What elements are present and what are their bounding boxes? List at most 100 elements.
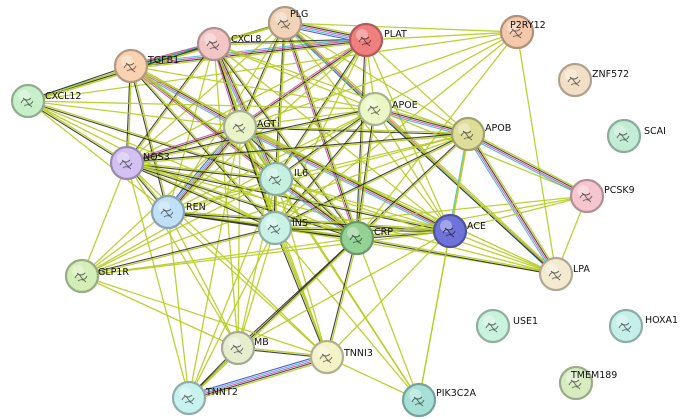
node-circle[interactable] <box>267 5 303 41</box>
node-cxcl8[interactable]: CXCL8 <box>196 26 261 62</box>
edge-line-textmining <box>275 178 328 358</box>
edge-line-textmining <box>275 178 557 275</box>
protein-structure-icon <box>568 379 582 390</box>
node-plg[interactable]: PLG <box>267 5 308 41</box>
node-label: TMEM189 <box>570 370 617 381</box>
node-circle[interactable] <box>557 62 593 98</box>
edge-CRP-TNNI3 <box>325 237 359 358</box>
edge-line-textmining <box>28 99 277 179</box>
node-label: P2RY12 <box>510 20 546 31</box>
node-label: TGFB1 <box>147 55 179 66</box>
edge-line-textmining <box>189 238 359 400</box>
node-agt[interactable]: AGT <box>222 109 276 145</box>
edge-TGFB1-CXCL12 <box>27 64 132 103</box>
node-use1[interactable]: USE1 <box>475 308 538 344</box>
node-p2ry12[interactable]: P2RY12 <box>499 14 546 50</box>
edge-line-coexpression <box>275 107 375 179</box>
node-ren[interactable]: REN <box>150 194 206 230</box>
node-circle[interactable] <box>257 210 293 246</box>
edge-line-textmining <box>81 211 169 277</box>
node-circle[interactable] <box>64 258 100 294</box>
edge-line-textmining <box>375 107 557 274</box>
edge-ACE-TNNI3 <box>326 230 451 358</box>
node-circle[interactable] <box>606 118 642 154</box>
node-cxcl12[interactable]: CXCL12 <box>10 83 81 119</box>
node-circle[interactable] <box>475 308 511 344</box>
node-circle[interactable] <box>450 116 486 152</box>
node-highlight <box>577 185 589 197</box>
edge-line-textmining <box>81 162 128 277</box>
node-pcsk9[interactable]: PCSK9 <box>569 178 635 214</box>
node-label: MB <box>254 337 269 348</box>
node-circle[interactable] <box>171 380 207 416</box>
node-circle[interactable] <box>196 26 232 62</box>
edge-CXCL12-IL6 <box>27 99 277 181</box>
node-circle[interactable] <box>348 22 384 58</box>
edge-APOB-LPA <box>465 132 559 276</box>
node-ins[interactable]: INS <box>257 210 308 246</box>
edge-APOB-NOS3 <box>126 132 469 165</box>
node-circle[interactable] <box>608 308 644 344</box>
node-label: TNNT2 <box>205 387 238 398</box>
edge-line-textmining <box>127 161 358 238</box>
edge-REN-ACE <box>167 210 451 233</box>
node-nos3[interactable]: NOS3 <box>109 145 170 181</box>
node-mb[interactable]: MB <box>220 330 269 366</box>
edge-IL6-ACE <box>275 178 451 232</box>
edge-ACE-PCSK9 <box>449 195 588 232</box>
node-circle[interactable] <box>401 382 437 418</box>
edge-line-databases <box>466 135 587 199</box>
node-lpa[interactable]: LPA <box>538 256 590 292</box>
node-tnni3[interactable]: TNNI3 <box>309 339 373 375</box>
node-il6[interactable]: IL6 <box>258 161 308 197</box>
edge-INS-PIK3C2A <box>274 227 420 401</box>
node-tmem189[interactable]: TMEM189 <box>558 365 617 401</box>
node-circle[interactable] <box>309 339 345 375</box>
node-circle[interactable] <box>258 161 294 197</box>
edge-line-coexpression <box>374 109 556 275</box>
node-circle[interactable] <box>220 330 256 366</box>
edge-NOS3-GLP1R <box>81 162 128 277</box>
node-crp[interactable]: CRP <box>339 220 393 256</box>
edge-line-textmining <box>237 227 276 349</box>
edge-P2RY12-LPA <box>516 31 557 275</box>
node-circle[interactable] <box>113 48 149 84</box>
node-circle[interactable] <box>558 365 594 401</box>
node-highlight <box>347 227 359 239</box>
node-glp1r[interactable]: GLP1R <box>64 258 129 294</box>
node-apob[interactable]: APOB <box>450 116 511 152</box>
edge-line-textmining <box>188 126 241 399</box>
edge-line-textmining <box>82 228 276 278</box>
node-tnnt2[interactable]: TNNT2 <box>171 380 238 416</box>
edge-line-textmining <box>326 230 451 358</box>
node-circle[interactable] <box>357 91 393 127</box>
edge-line-textmining <box>213 43 451 232</box>
node-circle[interactable] <box>499 14 535 50</box>
node-pik3c2a[interactable]: PIK3C2A <box>401 382 476 418</box>
edge-PLAT-APOB <box>365 39 469 135</box>
node-circle[interactable] <box>339 220 375 256</box>
node-hoxa1[interactable]: HOXA1 <box>608 308 678 344</box>
edge-APOE-IL6 <box>275 107 376 181</box>
node-ace[interactable]: ACE <box>432 213 486 249</box>
node-scai[interactable]: SCAI <box>606 118 666 154</box>
node-circle[interactable] <box>222 109 258 145</box>
node-circle[interactable] <box>150 194 186 230</box>
node-apoe[interactable]: APOE <box>357 91 418 127</box>
node-circle[interactable] <box>538 256 574 292</box>
edge-line-textmining <box>356 195 588 239</box>
node-circle[interactable] <box>569 178 605 214</box>
node-tgfb1[interactable]: TGFB1 <box>113 48 179 84</box>
node-circle[interactable] <box>109 145 145 181</box>
node-plat[interactable]: PLAT <box>348 22 407 58</box>
node-highlight <box>458 123 470 135</box>
edge-line-textmining <box>81 108 376 277</box>
node-label: LPA <box>573 264 590 275</box>
edge-line-coexpression <box>325 237 357 357</box>
edge-CXCL12-AGT <box>27 100 241 128</box>
edge-line-textmining <box>274 195 588 229</box>
edge-CXCL12-APOE <box>27 100 376 110</box>
node-circle[interactable] <box>10 83 46 119</box>
node-circle[interactable] <box>432 213 468 249</box>
node-znf572[interactable]: ZNF572 <box>557 62 629 98</box>
